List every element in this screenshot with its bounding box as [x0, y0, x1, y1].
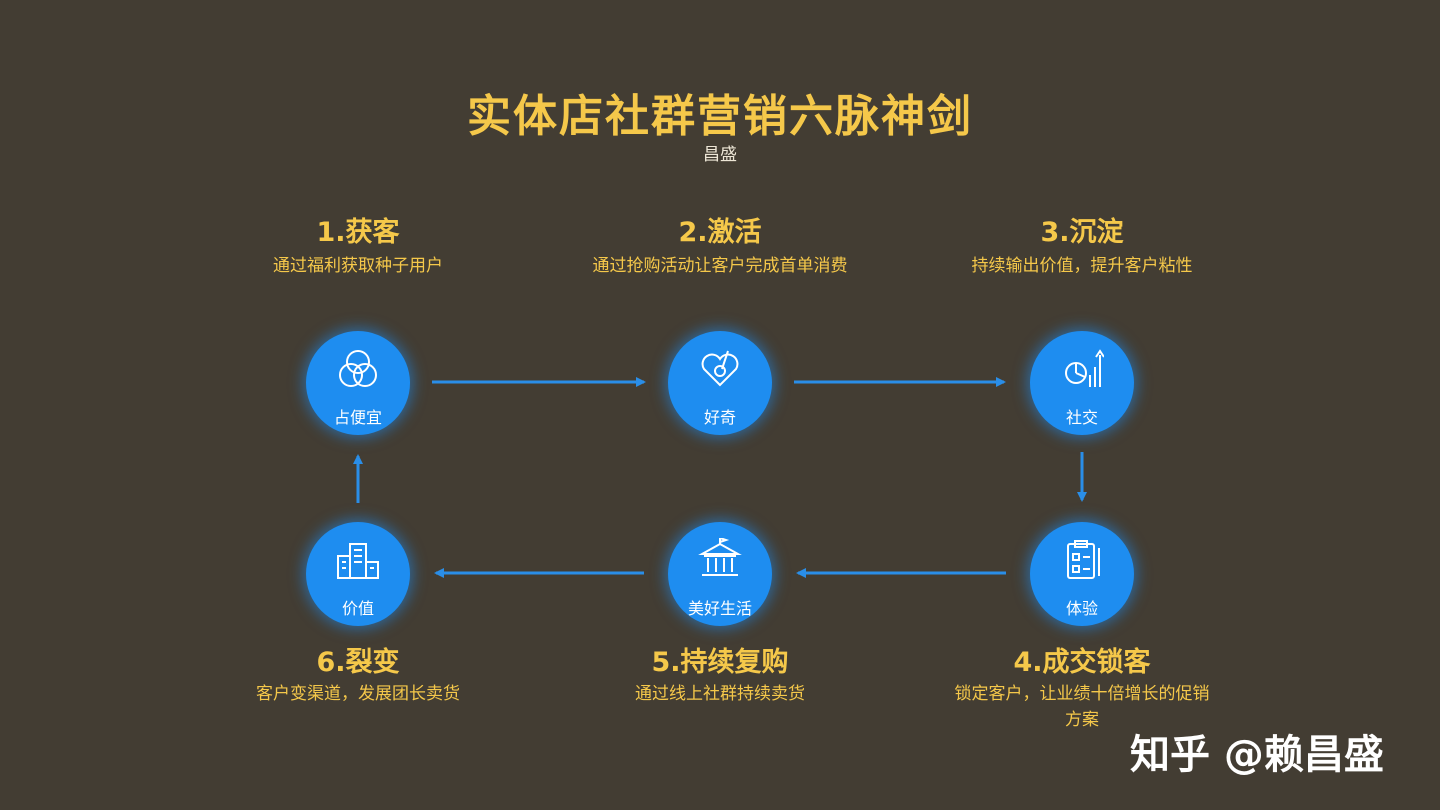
step-2-title: 2.激活: [678, 217, 762, 248]
step-1-node-label: 占便宜: [333, 408, 382, 427]
step-6-node-label: 价值: [341, 599, 374, 618]
watermark: 知乎 @赖昌盛: [1130, 732, 1384, 778]
step-3-node: 社交: [1030, 331, 1134, 435]
step-3-desc: 持续输出价值，提升客户粘性: [971, 256, 1193, 276]
step-2-node-label: 好奇: [703, 408, 736, 427]
step-1-desc: 通过福利获取种子用户: [273, 256, 443, 276]
step-2-desc: 通过抢购活动让客户完成首单消费: [592, 256, 848, 276]
step-5-desc: 通过线上社群持续卖货: [635, 684, 805, 704]
step-6-desc: 客户变渠道，发展团长卖货: [256, 684, 460, 704]
step-5-title: 5.持续复购: [651, 647, 789, 678]
institution-icon: [698, 538, 742, 576]
step-3-title: 3.沉淀: [1040, 217, 1124, 248]
step-2-node: 好奇: [668, 331, 772, 435]
step-6-node: 价值: [306, 522, 410, 626]
step-1-node: 占便宜: [306, 331, 410, 435]
heart-target-icon: [701, 350, 739, 387]
diagram-title: 实体店社群营销六脉神剑: [467, 91, 973, 142]
step-4-node: 体验: [1030, 522, 1134, 626]
step-1-title: 1.获客: [316, 217, 400, 248]
growth-chart-icon: [1065, 349, 1104, 387]
step-4-desc: 锁定客户，让业绩十倍增长的促销方案: [954, 684, 1210, 730]
venn-icon: [339, 350, 377, 387]
step-3-node-label: 社交: [1065, 408, 1098, 427]
clipboard-icon: [1067, 540, 1100, 579]
step-5-node: 美好生活: [668, 522, 772, 626]
step-5-node-label: 美好生活: [687, 599, 752, 618]
buildings-icon: [337, 543, 379, 579]
step-6-title: 6.裂变: [316, 647, 400, 678]
author-name: 昌盛: [703, 145, 737, 165]
step-4-title: 4.成交锁客: [1013, 647, 1151, 678]
step-4-node-label: 体验: [1065, 599, 1098, 618]
